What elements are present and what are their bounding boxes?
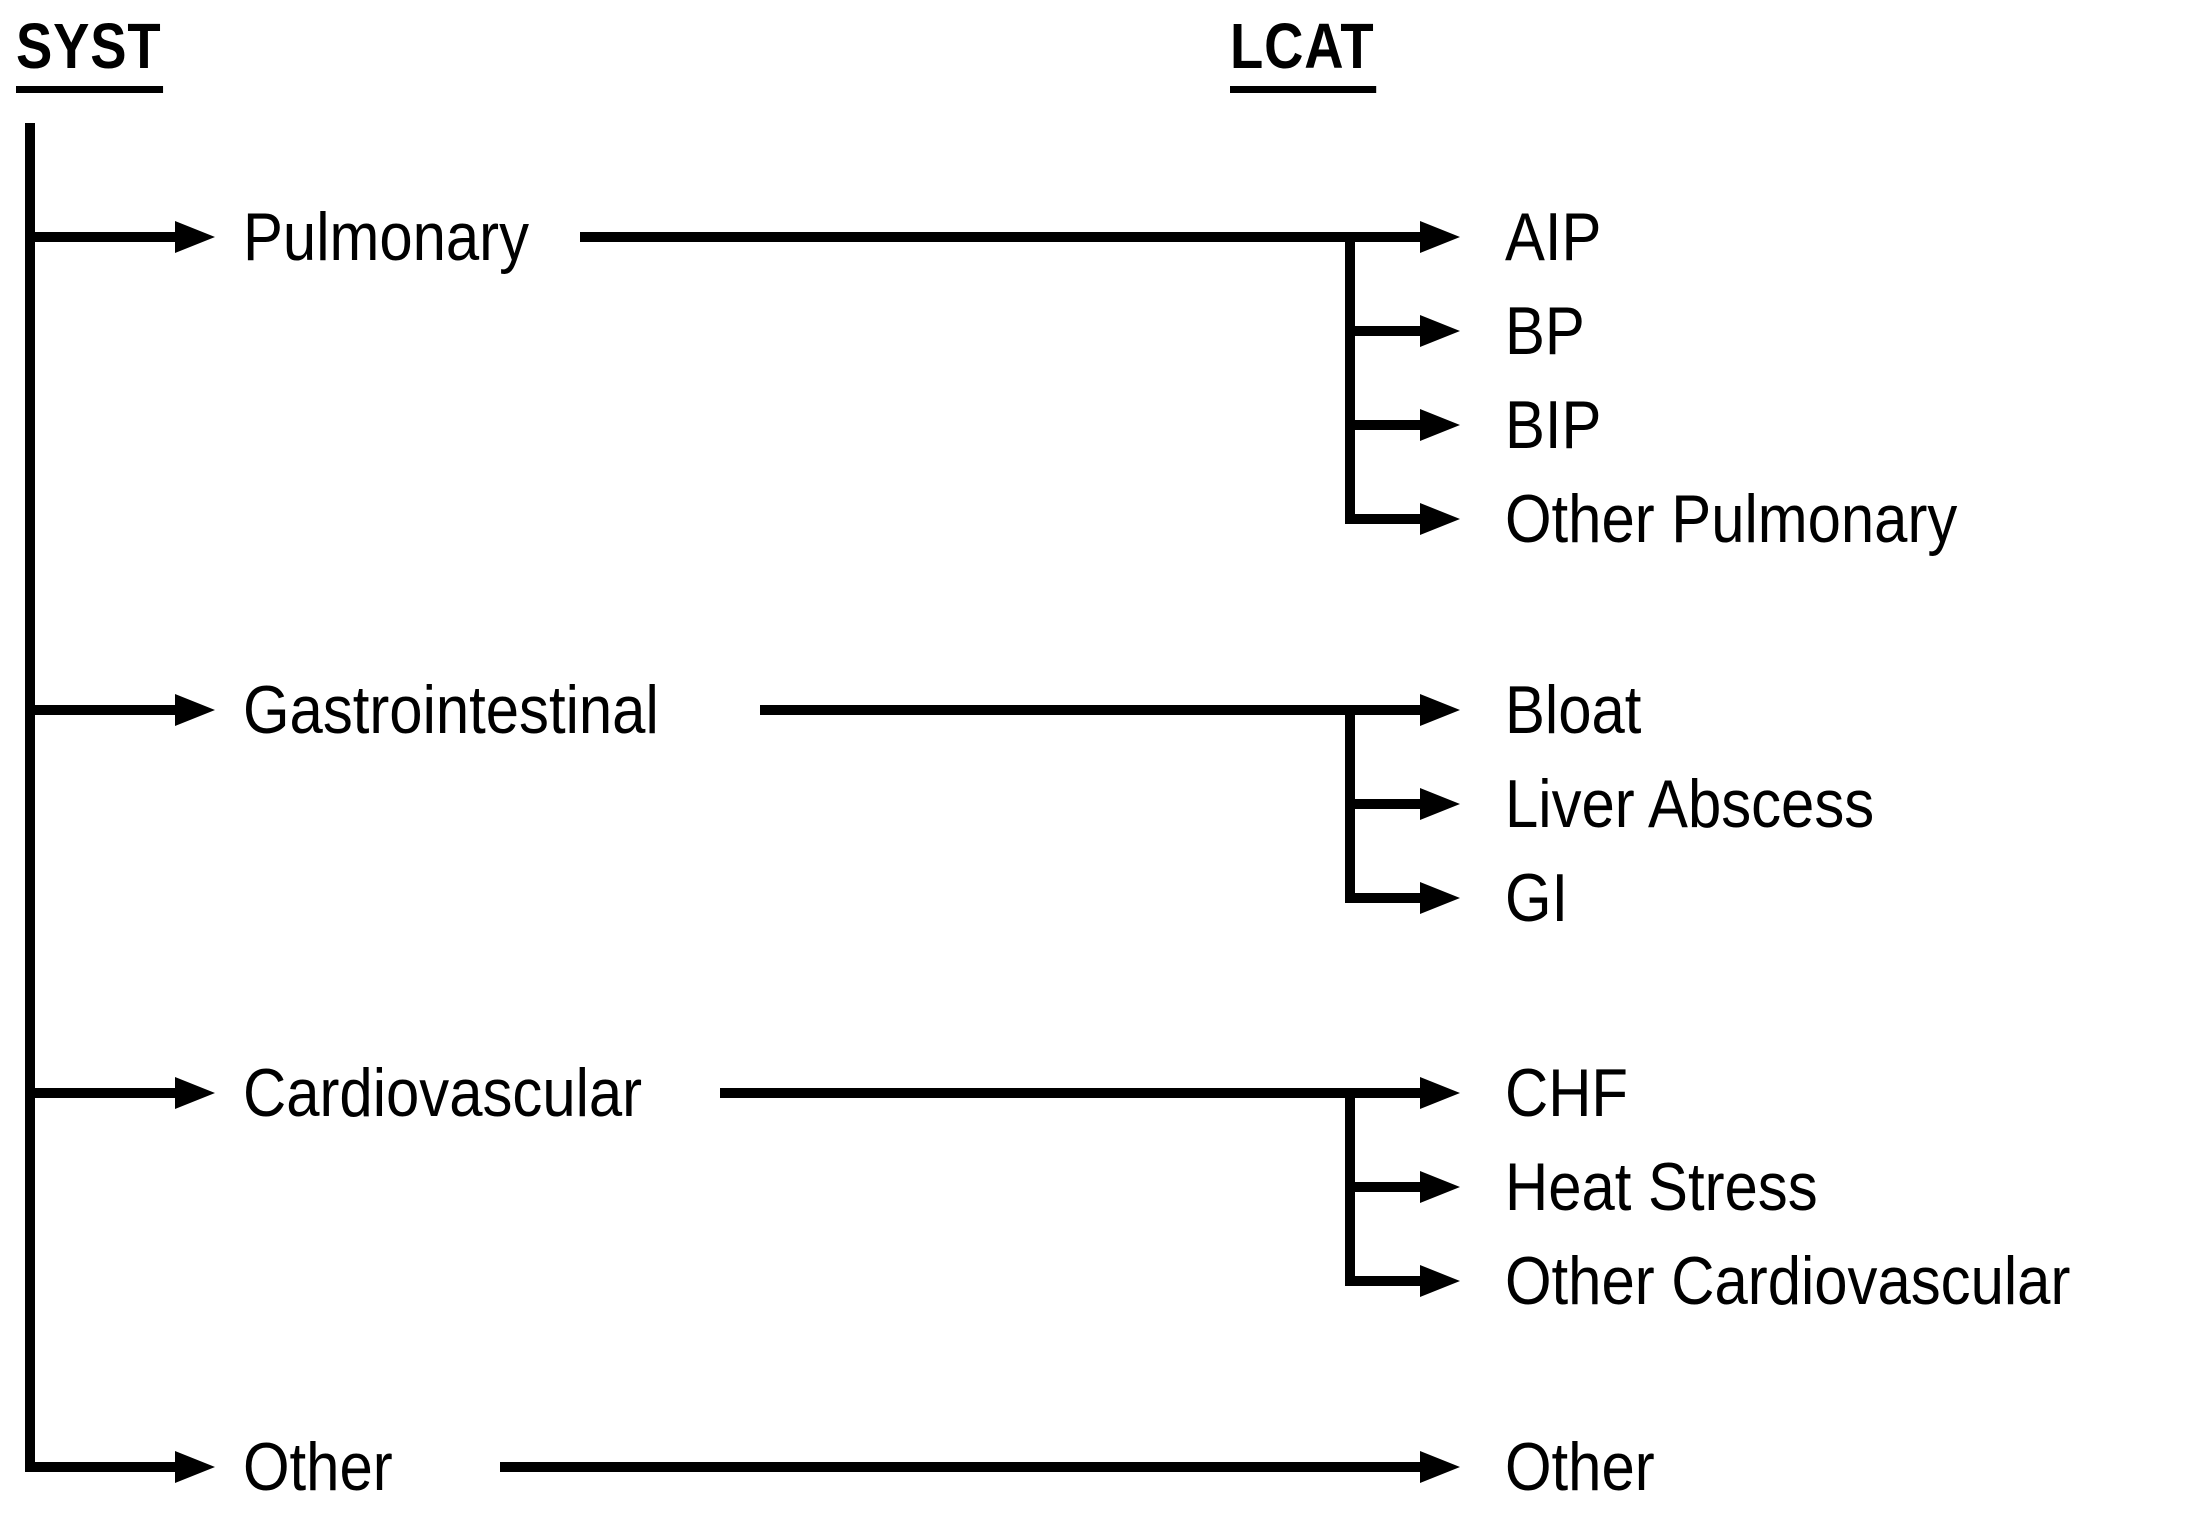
arrowhead-icon bbox=[1420, 1265, 1460, 1297]
lcat-node-label: Bloat bbox=[1505, 672, 1642, 748]
lcat-column-header: LCAT bbox=[1230, 10, 1377, 93]
lcat-node-label: BP bbox=[1505, 293, 1585, 369]
arrowhead-icon bbox=[1420, 694, 1460, 726]
arrowhead-icon bbox=[175, 1077, 215, 1109]
lcat-node-label: Other bbox=[1505, 1429, 1655, 1505]
arrowhead-icon bbox=[1420, 409, 1460, 441]
arrowhead-icon bbox=[1420, 882, 1460, 914]
lcat-node-label: CHF bbox=[1505, 1055, 1628, 1131]
arrowhead-icon bbox=[1420, 315, 1460, 347]
arrowhead-icon bbox=[1420, 788, 1460, 820]
syst-node-label: Other bbox=[243, 1429, 393, 1505]
syst-column-header: SYST bbox=[16, 10, 164, 93]
syst-node-label: Gastrointestinal bbox=[243, 672, 659, 748]
lcat-node-label: Liver Abscess bbox=[1505, 766, 1875, 842]
arrowhead-icon bbox=[175, 694, 215, 726]
lcat-node-label: Other Cardiovascular bbox=[1505, 1243, 2071, 1319]
arrowhead-icon bbox=[175, 1451, 215, 1483]
lcat-node-label: BIP bbox=[1505, 387, 1602, 463]
lcat-node-label: GI bbox=[1505, 860, 1569, 936]
lcat-node-label: AIP bbox=[1505, 199, 1602, 275]
arrowhead-icon bbox=[1420, 221, 1460, 253]
arrowhead-icon bbox=[1420, 1171, 1460, 1203]
syst-node-label: Pulmonary bbox=[243, 199, 530, 275]
arrowhead-icon bbox=[1420, 1451, 1460, 1483]
lcat-node-label: Heat Stress bbox=[1505, 1149, 1818, 1225]
lcat-node-label: Other Pulmonary bbox=[1505, 481, 1958, 557]
arrowhead-icon bbox=[1420, 1077, 1460, 1109]
arrowhead-icon bbox=[1420, 503, 1460, 535]
syst-node-label: Cardiovascular bbox=[243, 1055, 643, 1131]
arrowhead-icon bbox=[175, 221, 215, 253]
